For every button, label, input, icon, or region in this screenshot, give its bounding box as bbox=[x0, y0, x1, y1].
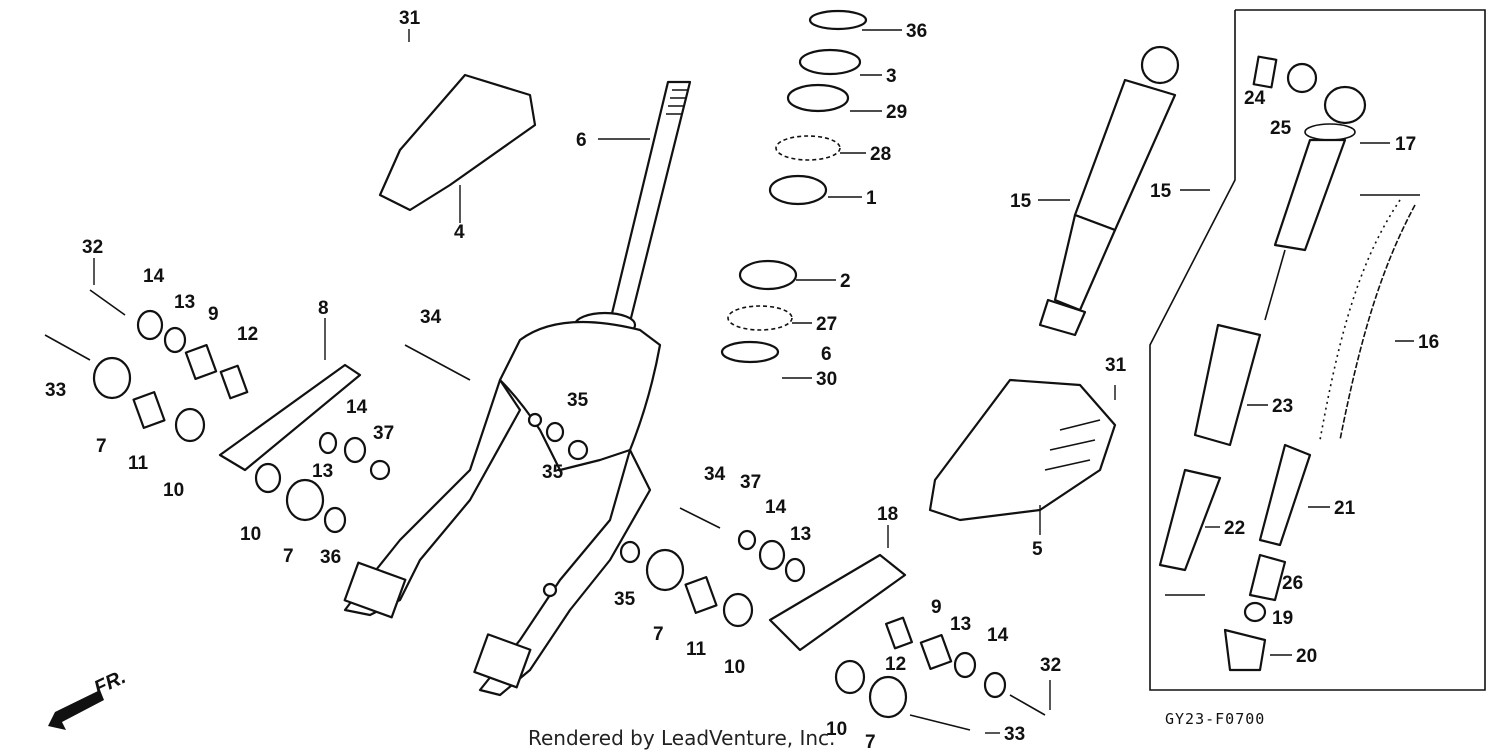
callout[interactable]: 13 bbox=[174, 292, 195, 313]
callout[interactable]: 8 bbox=[318, 298, 329, 319]
callout[interactable]: 10 bbox=[240, 524, 261, 545]
front-direction-indicator: FR. bbox=[48, 666, 129, 730]
callout[interactable]: 29 bbox=[886, 102, 907, 123]
callout[interactable]: 37 bbox=[373, 423, 394, 444]
callout[interactable]: 28 bbox=[870, 144, 891, 165]
callout[interactable]: 3 bbox=[886, 66, 897, 87]
callout[interactable]: 15 bbox=[1150, 181, 1172, 202]
top-cover-4[interactable] bbox=[378, 73, 537, 212]
callout[interactable]: 26 bbox=[1282, 573, 1303, 594]
callout[interactable]: 19 bbox=[1272, 608, 1293, 629]
callout[interactable]: 6 bbox=[576, 130, 587, 151]
callout[interactable]: 14 bbox=[765, 497, 787, 518]
callout[interactable]: 14 bbox=[143, 266, 165, 287]
callout[interactable]: 10 bbox=[724, 657, 745, 678]
callout[interactable]: 11 bbox=[128, 453, 149, 474]
callout[interactable]: 21 bbox=[1334, 498, 1356, 519]
callout[interactable]: 35 bbox=[542, 462, 564, 483]
callout[interactable]: 23 bbox=[1272, 396, 1293, 417]
callout[interactable]: 13 bbox=[312, 461, 333, 482]
shock-absorber-15[interactable] bbox=[1038, 45, 1180, 337]
callout[interactable]: 35 bbox=[614, 589, 636, 610]
callout[interactable]: 30 bbox=[816, 369, 837, 390]
callout[interactable]: 10 bbox=[826, 719, 847, 740]
callout[interactable]: 31 bbox=[1105, 355, 1127, 376]
callout[interactable]: 32 bbox=[1040, 655, 1061, 676]
callout[interactable]: 31 bbox=[399, 8, 421, 29]
callout[interactable]: 24 bbox=[1244, 88, 1266, 109]
callout[interactable]: 5 bbox=[1032, 539, 1043, 560]
callout[interactable]: 1 bbox=[866, 188, 877, 209]
callout[interactable]: 6 bbox=[821, 344, 832, 365]
callout[interactable]: 7 bbox=[865, 732, 876, 753]
callout[interactable]: 15 bbox=[1010, 191, 1032, 212]
callout[interactable]: 34 bbox=[420, 307, 442, 328]
leader-lines bbox=[93, 29, 1414, 734]
callout[interactable]: 11 bbox=[686, 639, 707, 660]
callout[interactable]: 4 bbox=[454, 222, 465, 243]
link-arm-18[interactable] bbox=[768, 553, 907, 652]
callout[interactable]: 18 bbox=[877, 504, 898, 525]
callout[interactable]: 37 bbox=[740, 472, 761, 493]
steering-bearing-stack[interactable] bbox=[720, 9, 868, 364]
assembly-box-15 bbox=[1149, 9, 1486, 691]
callout[interactable]: 36 bbox=[906, 21, 927, 42]
callout[interactable]: 17 bbox=[1395, 134, 1416, 155]
callout[interactable]: 2 bbox=[840, 271, 851, 292]
callout[interactable]: 12 bbox=[237, 324, 258, 345]
callout[interactable]: 32 bbox=[82, 237, 103, 258]
callout[interactable]: 22 bbox=[1224, 518, 1245, 539]
callout[interactable]: 27 bbox=[816, 314, 837, 335]
callout[interactable]: 14 bbox=[987, 625, 1009, 646]
arrow-icon bbox=[48, 690, 104, 730]
diagram-code: GY23-F0700 bbox=[1165, 710, 1265, 728]
right-hardware[interactable] bbox=[545, 421, 1046, 731]
callout[interactable]: 13 bbox=[950, 614, 971, 635]
left-hardware[interactable] bbox=[44, 289, 471, 534]
callout[interactable]: 14 bbox=[346, 397, 368, 418]
shock-exploded[interactable] bbox=[1158, 55, 1420, 672]
callout[interactable]: 16 bbox=[1418, 332, 1439, 353]
link-arm-8[interactable] bbox=[218, 363, 362, 472]
callout[interactable]: 34 bbox=[704, 464, 726, 485]
callout[interactable]: 12 bbox=[885, 654, 906, 675]
callout[interactable]: 9 bbox=[208, 304, 219, 325]
callout[interactable]: 10 bbox=[163, 480, 184, 501]
callout[interactable]: 13 bbox=[790, 524, 811, 545]
callout[interactable]: 20 bbox=[1296, 646, 1317, 667]
callout[interactable]: 35 bbox=[567, 390, 589, 411]
callout[interactable]: 25 bbox=[1270, 118, 1292, 139]
callout[interactable]: 7 bbox=[96, 436, 107, 457]
callout[interactable]: 7 bbox=[283, 546, 294, 567]
callout[interactable]: 36 bbox=[320, 547, 341, 568]
watermark: Rendered by LeadVenture, Inc. bbox=[528, 726, 835, 750]
callout[interactable]: 33 bbox=[45, 380, 66, 401]
callout-labels: 31 36 3 29 28 1 6 4 2 27 6 30 32 14 13 9… bbox=[45, 8, 1439, 753]
callout[interactable]: 33 bbox=[1004, 724, 1025, 745]
side-cover-5[interactable] bbox=[928, 378, 1117, 522]
front-fork[interactable] bbox=[343, 80, 692, 697]
callout[interactable]: 9 bbox=[931, 597, 942, 618]
callout[interactable]: 7 bbox=[653, 624, 664, 645]
